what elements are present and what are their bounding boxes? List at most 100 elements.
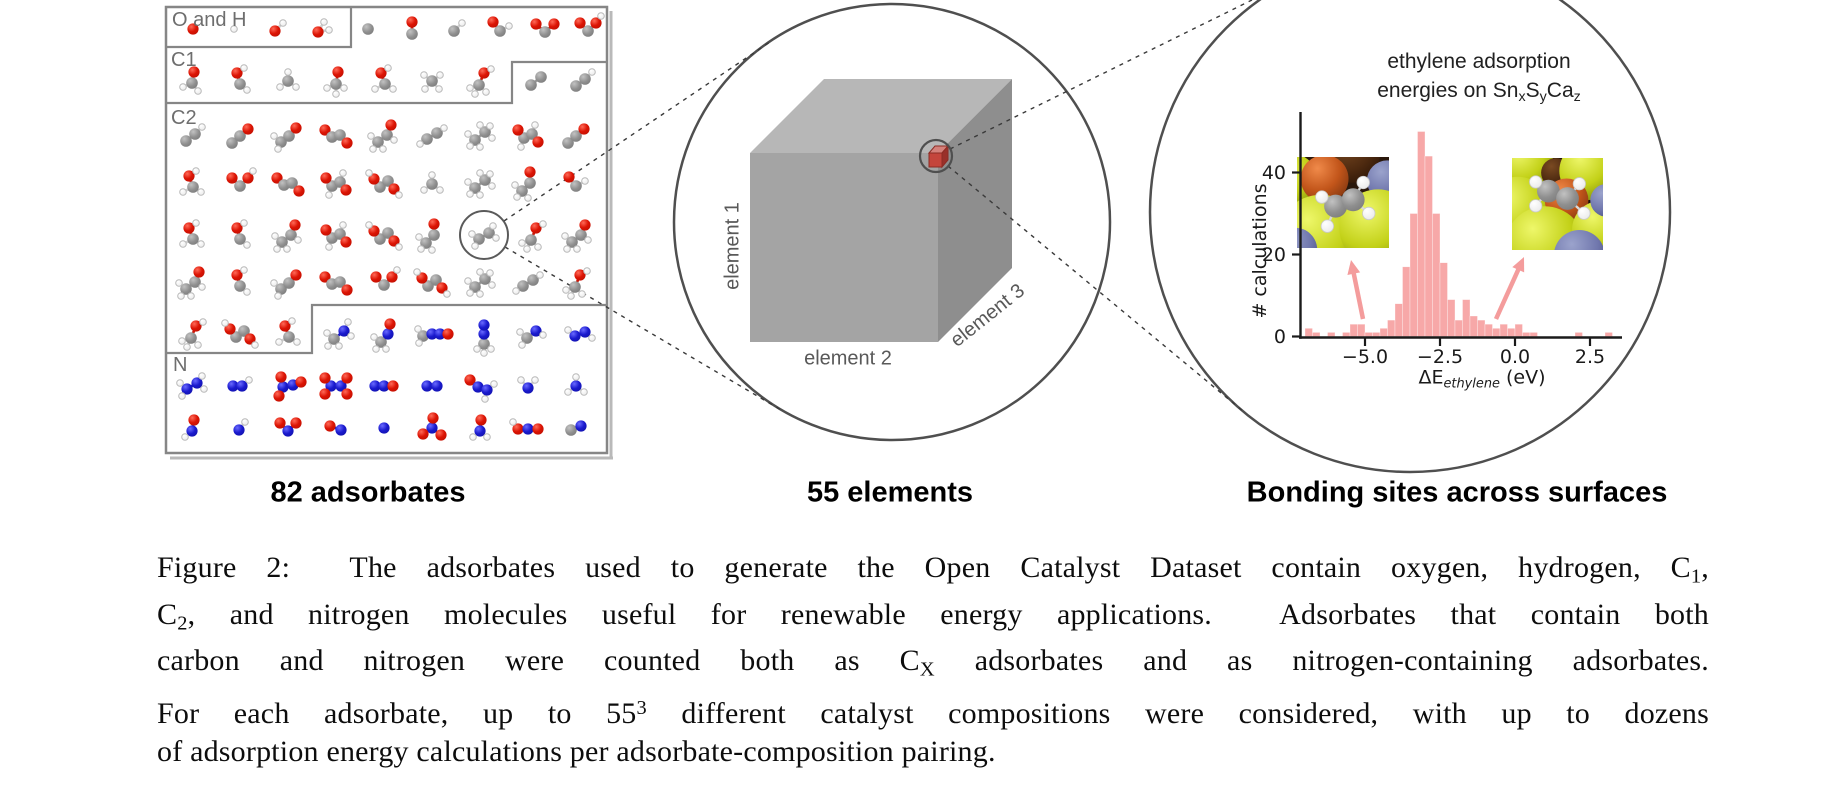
panel-label-elements: 55 elements — [806, 476, 974, 509]
text-segment: , — [1701, 551, 1709, 584]
molecule-NH2OH — [469, 414, 491, 441]
atom-C — [374, 181, 386, 193]
molecule-NO2 — [274, 417, 302, 437]
atom-N — [335, 424, 347, 436]
atom-C — [579, 73, 591, 85]
atom-N — [522, 382, 534, 394]
atom-H — [567, 292, 575, 300]
atom-H — [466, 289, 474, 297]
molecule-CO2 — [530, 18, 560, 38]
atom-N — [575, 420, 587, 432]
atom-H — [245, 376, 253, 384]
molecule-OCCO — [319, 271, 353, 296]
molecule-CH — [448, 19, 466, 37]
atom-O — [341, 137, 353, 149]
atom-C — [238, 325, 250, 337]
surface-atom-navy — [1297, 227, 1318, 248]
atom-N — [338, 325, 350, 337]
atom-C — [382, 227, 394, 239]
histogram-bar — [1417, 131, 1426, 337]
atom-N — [431, 380, 443, 392]
atom-O — [428, 218, 440, 230]
molecule-H2O — [312, 18, 333, 38]
molecule-ONOH — [509, 418, 544, 435]
atom-H — [179, 240, 187, 248]
atom-H — [270, 132, 278, 140]
cube-axis-label-element2: element 2 — [804, 347, 892, 370]
atom-C — [1537, 179, 1560, 203]
atom-N — [478, 328, 490, 340]
surface-atom-navy — [1554, 230, 1603, 250]
atom-H — [194, 87, 202, 95]
molecule-COHCOH — [365, 221, 403, 251]
atom-O — [275, 371, 287, 383]
atom-H — [178, 337, 186, 345]
caption-line: For each adsorbate, up to 553 different … — [157, 689, 1709, 733]
atom-C — [234, 233, 246, 245]
atom-H — [274, 145, 282, 153]
atom-O — [387, 380, 399, 392]
composition-cube — [918, 138, 954, 174]
atom-N — [233, 424, 245, 436]
histogram-bar — [1574, 332, 1583, 337]
atom-H — [436, 71, 444, 79]
atom-O — [578, 123, 590, 135]
atom-H — [240, 64, 248, 72]
atom-C — [431, 127, 443, 139]
atom-O — [574, 17, 586, 29]
atom-H — [539, 220, 547, 228]
atom-C — [275, 283, 287, 295]
atom-H — [323, 84, 331, 92]
atom-C — [275, 136, 287, 148]
atom-C — [422, 280, 434, 292]
atom-H — [178, 392, 186, 400]
atom-C — [379, 78, 391, 90]
arrow-shaft — [1493, 264, 1523, 320]
atom-C — [187, 181, 199, 193]
atom-C — [283, 277, 295, 289]
atom-H — [198, 123, 206, 131]
atom-O — [579, 219, 591, 231]
text-segment: C — [157, 597, 178, 631]
atom-N — [474, 425, 486, 437]
atom-C — [334, 228, 346, 240]
molecule-C2O — [562, 123, 590, 149]
atom-C — [189, 128, 201, 140]
atom-H — [531, 376, 539, 384]
atom-C — [570, 130, 582, 142]
atom-O — [290, 269, 302, 281]
text-segment: of adsorption energy calculations per ad… — [157, 735, 996, 769]
atom-H — [241, 418, 249, 426]
molecule-CH2CO — [270, 269, 302, 300]
atom-H — [243, 241, 251, 249]
atom-H — [1572, 177, 1586, 191]
caption-line: carbon and nitrogen were counted both as… — [157, 642, 1709, 689]
histogram-bar — [1424, 155, 1433, 337]
atom-H — [416, 140, 424, 148]
atom-O — [273, 390, 285, 402]
molecule-C2O — [226, 123, 254, 149]
molecule-CH3CHO — [271, 219, 302, 253]
atom-O — [324, 420, 336, 432]
atom-O — [231, 222, 243, 234]
atom-C — [473, 233, 485, 245]
atom-H — [365, 221, 373, 229]
atom-O — [417, 428, 429, 440]
atom-O — [524, 166, 536, 178]
molecule-CH3OH — [178, 318, 207, 351]
atom-H — [488, 134, 496, 142]
atom-C — [526, 128, 538, 140]
atom-H — [440, 124, 448, 132]
figure-caption: Figure 2: The adsorbates used to generat… — [157, 549, 1709, 771]
atom-H — [395, 191, 403, 199]
y-tick-label: 0 — [1274, 326, 1286, 348]
text-segment: energies on Sn — [1377, 79, 1519, 102]
atom-O — [375, 67, 387, 79]
atom-H — [325, 243, 333, 251]
atom-O — [188, 414, 200, 426]
arrow-shaft — [1350, 268, 1366, 320]
atom-C — [185, 332, 197, 344]
atom-H — [325, 191, 333, 199]
atom-N — [227, 380, 239, 392]
caption-line: Figure 2: The adsorbates used to generat… — [157, 549, 1709, 596]
